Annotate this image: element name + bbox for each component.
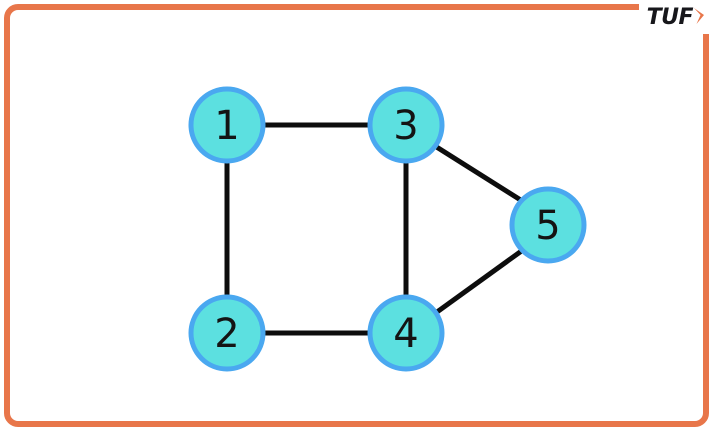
tuf-logo-text: TUF: [646, 5, 694, 30]
graph-node-circle-4: [367, 294, 445, 372]
graph-node-2[interactable]: 2: [188, 294, 266, 372]
graph-node-3[interactable]: 3: [367, 86, 445, 164]
graph-node-1[interactable]: 1: [188, 86, 266, 164]
graph-node-circle-1: [188, 86, 266, 164]
graph-node-circle-3: [367, 86, 445, 164]
graph-node-circle-5: [509, 186, 587, 264]
chevron-right-icon: [693, 7, 705, 24]
graph-nodes-layer: 1 2 3 4 5: [188, 86, 587, 372]
graph-edge-4-5: [435, 244, 529, 315]
graph-edge-3-5: [433, 143, 529, 207]
graph-node-circle-2: [188, 294, 266, 372]
graph-node-label-1: 1: [214, 103, 239, 149]
graph-node-label-5: 5: [535, 203, 560, 249]
graph-node-label-4: 4: [393, 311, 418, 357]
graph-node-label-3: 3: [393, 103, 418, 149]
graph-node-label-2: 2: [214, 311, 239, 357]
graph-node-5[interactable]: 5: [509, 186, 587, 264]
tuf-logo: TUF: [638, 2, 709, 34]
graph-edges-layer: [224, 122, 529, 336]
graph-node-4[interactable]: 4: [367, 294, 445, 372]
